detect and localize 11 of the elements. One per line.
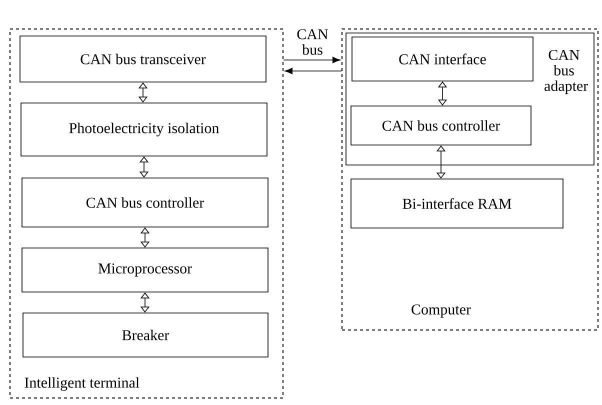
block-box: CAN bus controller	[350, 106, 532, 146]
arrow	[283, 56, 340, 64]
block-box: CAN interface	[352, 36, 534, 82]
block-box: Photoelectricity isolation	[20, 102, 268, 156]
block-box: Microprocessor	[22, 248, 268, 292]
arrow	[284, 68, 342, 74]
block-box: Bi-interface RAM	[350, 178, 564, 228]
block-box: CAN bus transceiver	[20, 36, 266, 82]
edge-label: CAN bus	[297, 29, 328, 55]
block-box: Breaker	[22, 312, 268, 358]
block-box: CAN bus controller	[22, 178, 268, 228]
